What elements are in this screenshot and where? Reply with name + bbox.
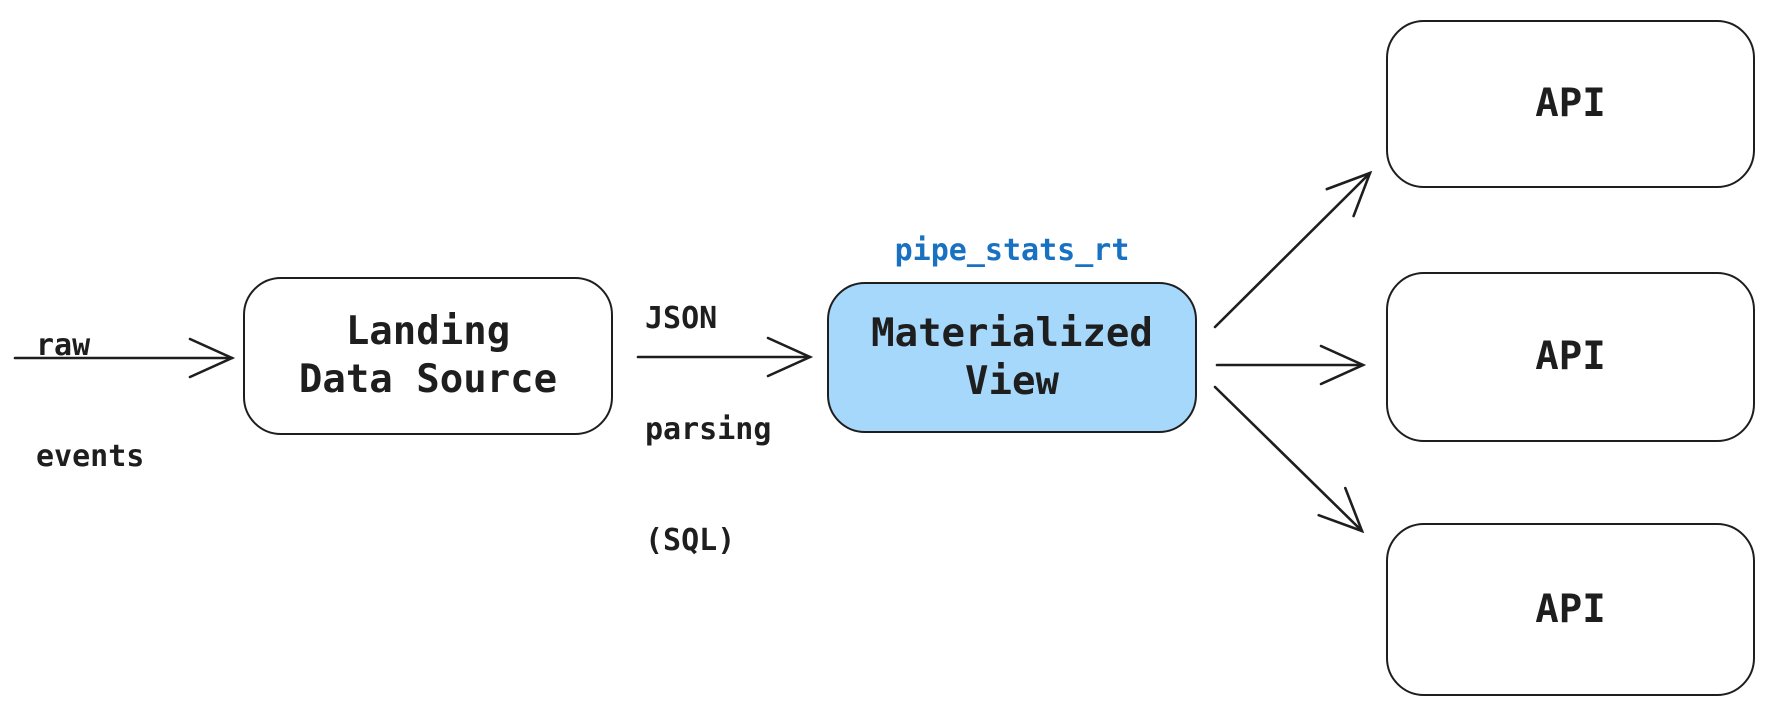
- pipe-stats-rt-label: pipe_stats_rt: [894, 233, 1130, 268]
- raw-events-label-line1: raw: [36, 328, 91, 363]
- node-api-middle: API: [1386, 272, 1755, 442]
- node-landing-data-source: Landing Data Source: [243, 277, 613, 435]
- json-parsing-label-line3: (SQL): [645, 523, 736, 558]
- materialized-view-label-line1: Materialized: [871, 310, 1153, 356]
- json-parsing-label-line2: parsing: [645, 412, 772, 447]
- api-bottom-label: API: [1535, 586, 1606, 632]
- raw-events-label: raw events: [36, 253, 144, 549]
- arrow-materialized-to-api-bottom: [1213, 385, 1365, 534]
- json-parsing-label-line1: JSON: [645, 301, 718, 336]
- landing-data-source-label-line2: Data Source: [298, 357, 558, 402]
- json-parsing-label: JSON parsing (SQL): [645, 226, 771, 633]
- landing-data-source-label-line1: Landing: [345, 309, 511, 354]
- node-api-bottom: API: [1386, 523, 1755, 696]
- api-top-label: API: [1535, 81, 1606, 126]
- arrow-materialized-to-api-top: [1213, 170, 1373, 329]
- node-materialized-view: Materialized View: [827, 282, 1197, 433]
- node-api-top: API: [1386, 20, 1755, 188]
- materialized-view-label-line2: View: [965, 358, 1059, 404]
- raw-events-label-line2: events: [36, 439, 145, 474]
- api-middle-label: API: [1535, 334, 1606, 379]
